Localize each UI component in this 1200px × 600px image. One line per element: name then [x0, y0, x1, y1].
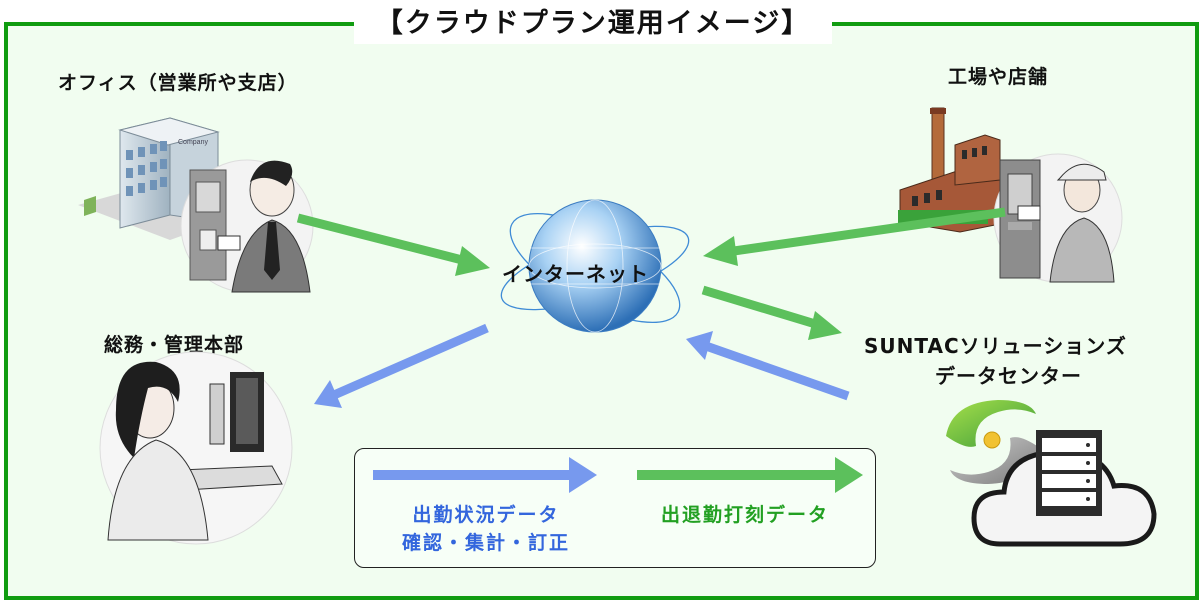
office-label: オフィス（営業所や支店）: [58, 72, 298, 94]
arrow-datacenter-to-internet: [686, 331, 850, 401]
office-sign: Company: [178, 139, 208, 146]
arrow-factory-to-internet: [703, 207, 1006, 266]
hq-worker-illustration: [99, 351, 293, 545]
cloud-server-icon: [971, 430, 1157, 547]
datacenter-label-line1: SUNTACソリューションズ: [864, 334, 1127, 358]
legend-green-arrow: [637, 457, 863, 493]
arrow-internet-to-hq: [314, 323, 489, 408]
hq-label: 総務・管理本部: [104, 334, 245, 356]
arrow-internet-to-datacenter: [701, 285, 842, 340]
internet-globe-illustration: [500, 199, 690, 333]
legend-arrows: [373, 457, 863, 493]
diagram-title: 【クラウドプラン運用イメージ】: [354, 4, 832, 44]
factory-label: 工場や店舗: [948, 66, 1049, 88]
legend-box: 出勤状況データ 確認・集計・訂正 出退勤打刻データ: [354, 448, 876, 568]
datacenter-label-line2: データセンター: [935, 364, 1082, 388]
legend-blue-label-line1: 出勤状況データ: [412, 504, 560, 526]
office-worker-illustration: [180, 159, 314, 293]
arrow-office-to-internet: [296, 213, 490, 276]
legend-green-label: 出退勤打刻データ: [660, 504, 829, 526]
legend-blue-arrow: [373, 457, 597, 493]
internet-label: インターネット: [502, 262, 649, 286]
legend-blue-label-line2: 確認・集計・訂正: [401, 532, 570, 554]
factory-worker-illustration: [993, 153, 1123, 283]
